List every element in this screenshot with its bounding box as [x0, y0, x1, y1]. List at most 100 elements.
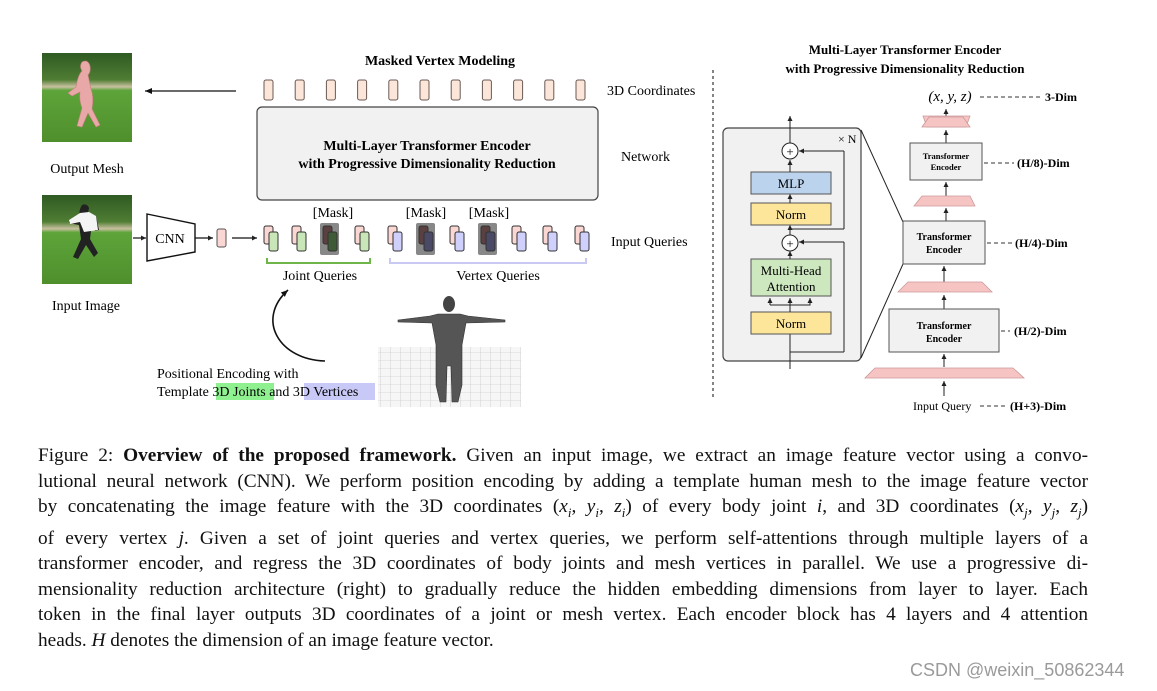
- joint-queries-bracket: [266, 258, 371, 264]
- vertex-query-token-masked: [416, 223, 435, 255]
- zoom-connector-top: [860, 129, 904, 223]
- feature-token: [359, 231, 370, 252]
- feature-token: [423, 231, 434, 252]
- caption-line: lutional neural network (CNN). We perfor…: [38, 470, 1088, 492]
- encoder-h4-line1: Transformer: [917, 232, 972, 243]
- vertex-query-token: [449, 225, 465, 252]
- output-coordinate-tokens: [263, 79, 586, 101]
- joint-query-token: [291, 225, 307, 252]
- output-token: [450, 79, 461, 101]
- row-label-network: Network: [621, 150, 670, 165]
- caption-line: transformer encoder, and regress the 3D …: [38, 553, 1088, 575]
- figure-caption: Figure 2: Overview of the proposed frame…: [38, 443, 1088, 654]
- attention-label-line1: Multi-Head: [761, 263, 822, 278]
- feature-token: [485, 231, 496, 252]
- encoder-block-h2: [888, 308, 1000, 353]
- projection-trapezoid-top: [921, 116, 971, 128]
- input-query-label: Input Query: [913, 399, 971, 413]
- output-token: [481, 79, 492, 101]
- norm-label-lower: Norm: [776, 316, 806, 331]
- feature-token: [296, 231, 307, 252]
- vertex-queries-label: Vertex Queries: [456, 269, 540, 284]
- vertex-query-token-masked: [478, 223, 497, 255]
- vertex-query-token: [542, 225, 558, 252]
- output-token: [325, 79, 336, 101]
- feature-token: [454, 231, 465, 252]
- projection-trapezoid-input: [864, 367, 1026, 379]
- cnn-label: CNN: [155, 232, 185, 247]
- dim-label-h2: (H/2)-Dim: [1014, 324, 1067, 338]
- feature-token: [516, 231, 527, 252]
- dim-label-output: 3-Dim: [1045, 90, 1077, 104]
- caption-line: Figure 2: Overview of the proposed frame…: [38, 445, 1089, 466]
- feature-token: [268, 231, 279, 252]
- mask-label-joint: [Mask]: [313, 206, 353, 221]
- norm-block-lower: [750, 311, 832, 335]
- right-title-line1: Multi-Layer Transformer Encoder: [809, 42, 1002, 57]
- feature-token: [579, 231, 590, 252]
- plus-icon: +: [786, 144, 793, 159]
- framework-figure: Masked Vertex Modeling Output Mesh 3D Co…: [42, 42, 1077, 413]
- output-token: [357, 79, 368, 101]
- output-token: [513, 79, 524, 101]
- cnn-block: [146, 213, 196, 262]
- vertex-query-token: [387, 225, 403, 252]
- mlp-block: [750, 171, 832, 195]
- highlight-3d-joints: [216, 383, 274, 400]
- network-box-line1: Multi-Layer Transformer Encoder: [323, 139, 530, 154]
- encoder-h8-line2: Encoder: [931, 162, 962, 172]
- projection-trapezoid-2: [913, 195, 976, 207]
- network-box-line2: with Progressive Dimensionality Reductio…: [298, 157, 556, 172]
- mlp-label: MLP: [778, 176, 805, 191]
- mask-label-vertex-1: [Mask]: [406, 206, 446, 221]
- joint-query-token-masked: [320, 223, 339, 255]
- positional-encoding-arrow: [272, 289, 326, 362]
- repeat-n-label: × N: [838, 132, 857, 146]
- positional-encoding-line2: Template 3D Joints and 3D Vertices: [157, 385, 358, 400]
- plus-icon: +: [786, 236, 793, 251]
- output-xyz-label: (x, y, z): [928, 89, 971, 105]
- joint-query-token: [263, 225, 279, 252]
- dim-label-h4: (H/4)-Dim: [1015, 236, 1068, 250]
- row-label-input-queries: Input Queries: [611, 235, 688, 250]
- caption-line: by concatenating the image feature with …: [38, 496, 1089, 521]
- caption-line: mensionality reduction architecture (rig…: [38, 578, 1088, 600]
- image-feature-token: [216, 228, 227, 248]
- dim-label-input: (H+3)-Dim: [1010, 399, 1066, 413]
- output-token: [544, 79, 555, 101]
- caption-line: heads. H denotes the dimension of an ima…: [38, 630, 494, 652]
- dim-label-h8: (H/8)-Dim: [1017, 156, 1070, 170]
- network-box: [256, 106, 599, 201]
- encoder-block-h8: [909, 142, 983, 181]
- row-label-3d-coordinates: 3D Coordinates: [607, 84, 695, 99]
- norm-label-upper: Norm: [776, 207, 806, 222]
- input-query-tokens: [263, 223, 590, 255]
- output-token: [263, 79, 274, 101]
- watermark: CSDN @weixin_50862344: [910, 660, 1125, 680]
- output-mesh-image: [42, 53, 132, 142]
- projection-trapezoid-3: [897, 281, 993, 293]
- input-image: [42, 195, 132, 284]
- positional-encoding-line1: Positional Encoding with: [157, 367, 299, 382]
- output-token: [419, 79, 430, 101]
- template-mesh-image: [378, 296, 521, 407]
- norm-block-upper: [750, 202, 832, 226]
- output-token: [388, 79, 399, 101]
- output-token: [294, 79, 305, 101]
- joint-queries-label: Joint Queries: [283, 269, 357, 284]
- highlight-3d-vertices: [304, 383, 375, 400]
- vertex-queries-bracket: [389, 258, 587, 264]
- encoder-h4-line2: Encoder: [926, 245, 963, 256]
- input-image-label: Input Image: [52, 299, 120, 314]
- right-title-line2: with Progressive Dimensionality Reductio…: [786, 61, 1026, 76]
- mask-label-vertex-2: [Mask]: [469, 206, 509, 221]
- zoom-connector-bottom: [860, 263, 904, 359]
- encoder-block-h4: [902, 220, 986, 265]
- feature-token: [392, 231, 403, 252]
- masked-vertex-modeling-title: Masked Vertex Modeling: [365, 54, 515, 69]
- encoder-h8-line1: Transformer: [923, 151, 970, 161]
- caption-line: token in the final layer outputs 3D coor…: [38, 604, 1088, 626]
- attention-label-line2: Attention: [766, 279, 816, 294]
- vertex-query-token: [511, 225, 527, 252]
- output-mesh-label: Output Mesh: [50, 162, 124, 177]
